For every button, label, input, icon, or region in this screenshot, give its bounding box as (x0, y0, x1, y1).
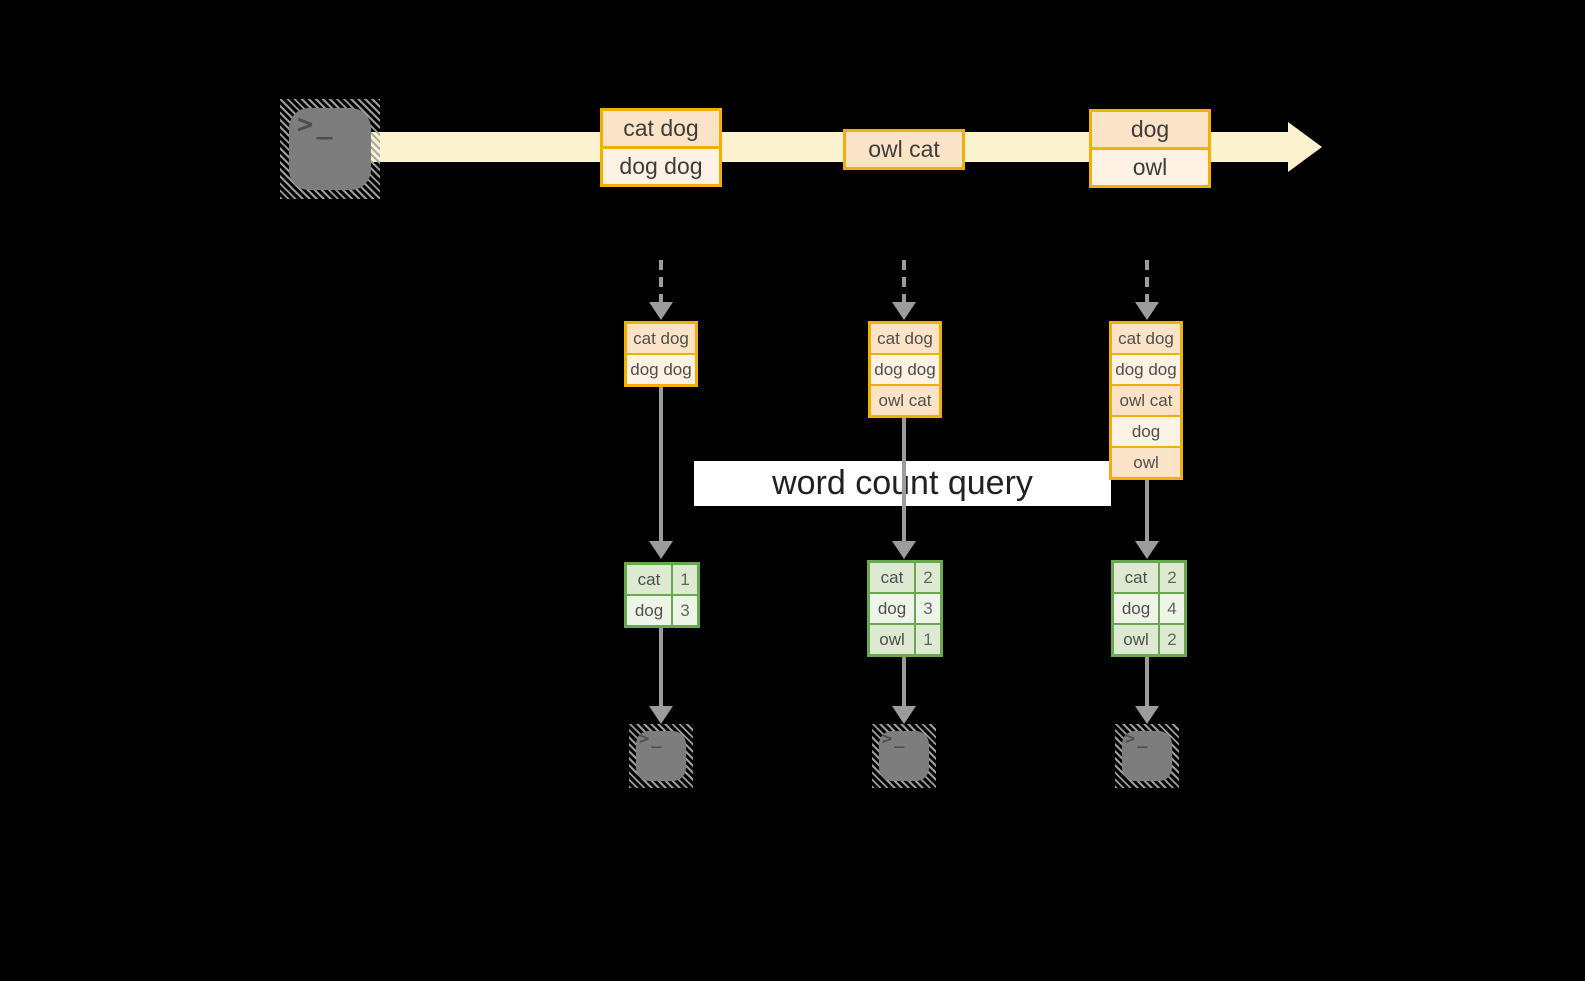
word-cell: owl (1114, 625, 1160, 654)
stream-batch-1: cat dog dog dog (600, 108, 722, 187)
arrowhead-output-3 (1135, 706, 1159, 724)
count-cell: 2 (916, 563, 940, 592)
dashed-arrow-line-1 (659, 260, 663, 304)
count-table-2: cat 2 dog 3 owl 1 (867, 560, 943, 657)
output-terminal-icon-3: >_ (1115, 724, 1179, 788)
count-row: owl 1 (870, 625, 940, 654)
batch-line: dog (1092, 112, 1208, 147)
count-cell: 2 (1160, 563, 1184, 592)
count-cell: 1 (673, 565, 697, 594)
terminal-prompt-glyph: >_ (1125, 729, 1150, 749)
dashed-arrowhead-2 (892, 302, 916, 320)
state-line: dog dog (871, 355, 939, 384)
word-cell: owl (870, 625, 916, 654)
dashed-arrow-line-3 (1145, 260, 1149, 304)
batch-line: owl (1092, 150, 1208, 185)
count-row: dog 4 (1114, 594, 1184, 623)
word-cell: dog (870, 594, 916, 623)
batch-line: owl cat (846, 132, 962, 167)
batch-line: dog dog (603, 149, 719, 184)
arrowhead-counts-1 (649, 541, 673, 559)
state-line: owl cat (871, 386, 939, 415)
terminal-screen (879, 731, 929, 781)
count-cell: 3 (673, 596, 697, 625)
dashed-arrowhead-1 (649, 302, 673, 320)
count-cell: 2 (1160, 625, 1184, 654)
count-row: dog 3 (627, 596, 697, 625)
count-cell: 1 (916, 625, 940, 654)
count-row: owl 2 (1114, 625, 1184, 654)
state-line: owl (1112, 448, 1180, 477)
word-cell: cat (870, 563, 916, 592)
count-row: dog 3 (870, 594, 940, 623)
word-cell: cat (627, 565, 673, 594)
state-stack-2: cat dog dog dog owl cat (868, 321, 942, 418)
arrowhead-output-1 (649, 706, 673, 724)
terminal-screen (1122, 731, 1172, 781)
dashed-arrowhead-3 (1135, 302, 1159, 320)
stream-batch-2: owl cat (843, 129, 965, 170)
word-cell: dog (1114, 594, 1160, 623)
arrow-line-state-to-counts-2 (902, 418, 906, 541)
count-row: cat 2 (1114, 563, 1184, 592)
arrow-line-counts-to-output-2 (902, 657, 906, 706)
arrowhead-output-2 (892, 706, 916, 724)
state-line: dog dog (1112, 355, 1180, 384)
terminal-prompt-glyph: >_ (639, 729, 664, 749)
terminal-prompt-glyph: >_ (882, 729, 907, 749)
terminal-screen (289, 108, 371, 190)
word-cell: cat (1114, 563, 1160, 592)
state-line: dog dog (627, 355, 695, 384)
state-line: dog (1112, 417, 1180, 446)
arrowhead-counts-3 (1135, 541, 1159, 559)
state-line: owl cat (1112, 386, 1180, 415)
stream-batch-3: dog owl (1089, 109, 1211, 188)
stream-arrowhead-icon (1288, 122, 1322, 172)
count-row: cat 1 (627, 565, 697, 594)
state-line: cat dog (1112, 324, 1180, 353)
dashed-arrow-line-2 (902, 260, 906, 304)
terminal-prompt-glyph: >_ (297, 109, 336, 140)
count-cell: 3 (916, 594, 940, 623)
count-table-1: cat 1 dog 3 (624, 562, 700, 628)
arrowhead-counts-2 (892, 541, 916, 559)
count-cell: 4 (1160, 594, 1184, 623)
state-stack-1: cat dog dog dog (624, 321, 698, 387)
arrow-line-counts-to-output-3 (1145, 657, 1149, 706)
output-terminal-icon-2: >_ (872, 724, 936, 788)
output-terminal-icon-1: >_ (629, 724, 693, 788)
word-cell: dog (627, 596, 673, 625)
terminal-screen (636, 731, 686, 781)
state-line: cat dog (871, 324, 939, 353)
count-table-3: cat 2 dog 4 owl 2 (1111, 560, 1187, 657)
count-row: cat 2 (870, 563, 940, 592)
state-stack-3: cat dog dog dog owl cat dog owl (1109, 321, 1183, 480)
batch-line: cat dog (603, 111, 719, 146)
arrow-line-counts-to-output-1 (659, 628, 663, 706)
state-line: cat dog (627, 324, 695, 353)
source-terminal-icon: >_ (280, 99, 380, 199)
arrow-line-state-to-counts-1 (659, 387, 663, 541)
arrow-line-state-to-counts-3 (1145, 480, 1149, 541)
